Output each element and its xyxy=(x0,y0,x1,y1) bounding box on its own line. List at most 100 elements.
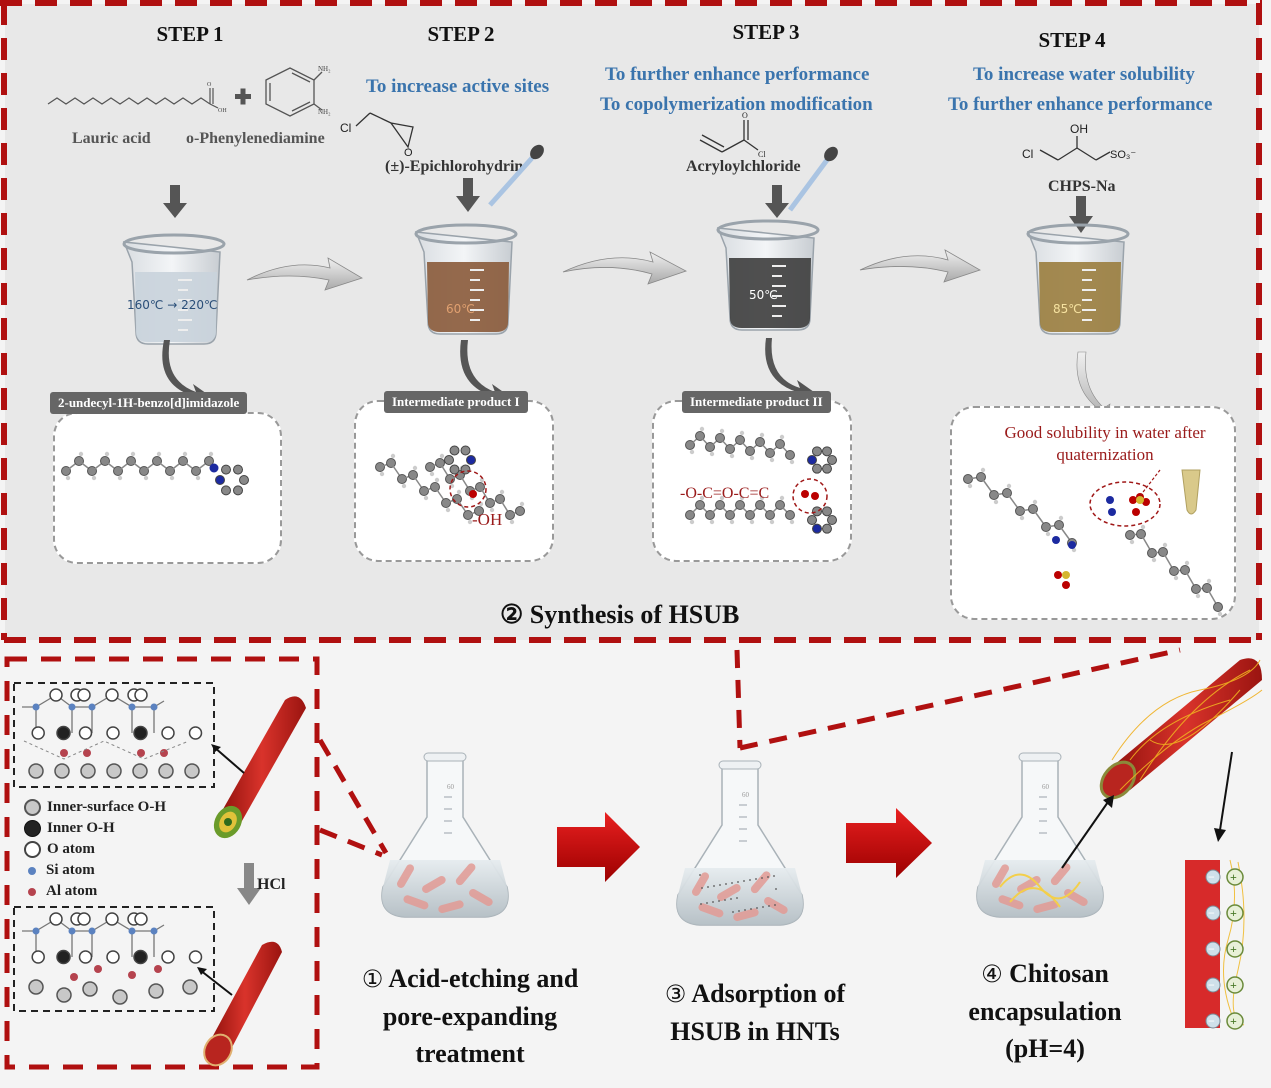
al-atom xyxy=(70,973,78,981)
hnt-rod xyxy=(733,908,759,922)
beaker-liquid xyxy=(135,272,217,342)
zoom-pointer-arrow xyxy=(199,969,233,996)
carbon-atom xyxy=(233,464,243,475)
hsub-particle xyxy=(730,898,732,900)
negative-charge-sign: − xyxy=(1208,942,1215,956)
product-label-step-3: Intermediate product II xyxy=(682,391,831,413)
inner-surface-oh xyxy=(28,979,44,995)
hydrogen-atom xyxy=(143,475,149,481)
hnt-rod xyxy=(422,876,446,893)
beaker-step-4 xyxy=(1026,223,1130,335)
hydrogen-atom xyxy=(439,453,445,459)
positive-charge-icon xyxy=(1226,904,1244,922)
atom-legend: Inner-surface O-H Inner O-H O atom Si at… xyxy=(24,797,166,902)
white-circle-icon xyxy=(24,841,41,858)
o-atom xyxy=(134,912,148,926)
acryl-cl-atom: Cl xyxy=(758,150,766,159)
hydrogen-atom xyxy=(169,475,175,481)
chps-cl: Cl xyxy=(1022,147,1033,161)
inner-surface-oh xyxy=(106,763,122,779)
hydrogen-atom xyxy=(759,432,765,438)
blue-dot-icon xyxy=(28,866,36,875)
nitrogen-atom xyxy=(466,455,476,465)
dropper-icon xyxy=(488,144,544,207)
step-2-title: STEP 2 xyxy=(427,22,495,46)
positive-charge-sign: + xyxy=(1230,1014,1237,1028)
inner-surface-oh xyxy=(112,989,128,1005)
o-atom xyxy=(78,726,93,740)
carbon-atom xyxy=(822,463,832,474)
si-atom xyxy=(32,927,40,935)
crystal-structure-etched xyxy=(13,906,215,1012)
al-atom xyxy=(83,749,91,757)
hydrogen-atom xyxy=(719,495,725,501)
step-arrow-icon xyxy=(557,812,640,882)
hydrogen-atom xyxy=(509,519,515,525)
oxygen-atom xyxy=(1054,571,1062,579)
hsub-particle xyxy=(756,907,758,909)
chps-structure xyxy=(1039,136,1111,161)
sulfur-atom xyxy=(1062,571,1070,579)
flask-rim xyxy=(423,752,467,762)
o-atom xyxy=(134,688,148,702)
carbon-atom xyxy=(812,446,822,457)
hydrogen-atom xyxy=(739,430,745,436)
acryloylchloride-structure xyxy=(699,120,759,153)
hydrogen-atom xyxy=(1071,547,1077,553)
hydrogen-atom xyxy=(709,519,715,525)
carbon-atom xyxy=(812,506,822,517)
hydrogen-atom xyxy=(1129,539,1135,545)
hsub-particle xyxy=(719,884,721,886)
step-4-title: STEP 4 xyxy=(1038,28,1106,52)
hnt-rod xyxy=(1033,900,1059,914)
negative-charge-sign: − xyxy=(1208,870,1215,884)
hcl-arrow-icon xyxy=(237,863,261,905)
si-atom xyxy=(68,703,76,711)
negative-charge-icon xyxy=(1205,869,1221,885)
step-4-temperature: 85℃ xyxy=(1053,302,1082,316)
annotation-pointer xyxy=(1139,469,1161,497)
detail-pointer-arrow xyxy=(1061,801,1109,869)
si-atom xyxy=(88,703,96,711)
molecule-step-1-chain xyxy=(61,451,214,481)
nitrogen-atom xyxy=(209,463,219,473)
step-2-annotation: -OH xyxy=(472,510,503,529)
legend-o-atom: O atom xyxy=(24,839,166,860)
inner-surface-oh xyxy=(158,763,174,779)
hnt-tube-etched xyxy=(203,941,282,1067)
nh2-top: NH₂ xyxy=(318,65,331,73)
hydrogen-atom xyxy=(489,507,495,513)
lauric-oh-group: OH xyxy=(218,108,227,114)
inner-oh xyxy=(133,949,148,965)
dropper-icon xyxy=(787,146,838,212)
molecule-step-3-chain-b xyxy=(685,495,795,525)
step-4-purpose-1: To increase water solubility xyxy=(973,64,1195,85)
o-atom xyxy=(78,950,93,964)
beaker-liquid xyxy=(427,262,509,332)
hydrogen-atom xyxy=(1045,531,1051,537)
inner-surface-oh xyxy=(184,763,200,779)
step-3-purpose-1: To further enhance performance xyxy=(605,64,870,85)
hydrogen-atom xyxy=(156,451,162,457)
hydrogen-atom xyxy=(769,457,775,463)
product-box-step-3 xyxy=(652,400,852,562)
hydrogen-atom xyxy=(993,499,999,505)
si-atom xyxy=(128,703,136,711)
reagent-acryloylchloride: Acryloylchloride xyxy=(686,158,801,175)
hsub-particle xyxy=(774,904,776,906)
step-1-title: STEP 1 xyxy=(156,22,224,46)
hydrogen-atom xyxy=(78,451,84,457)
inner-surface-oh xyxy=(54,763,70,779)
carbon-atom xyxy=(221,464,231,475)
beaker-rim xyxy=(414,223,518,245)
carbon-atom xyxy=(827,455,837,465)
zoom-pointer-arrow xyxy=(213,746,245,774)
molecule-step-3-ring-b xyxy=(807,506,837,534)
hydrogen-atom xyxy=(379,471,385,477)
hsub-particle xyxy=(749,879,751,881)
reagent-chps-na: CHPS-Na xyxy=(1048,178,1116,195)
black-circle-icon xyxy=(24,820,41,837)
chitosan-fiber xyxy=(999,873,1081,908)
hydrogen-atom xyxy=(689,449,695,455)
carbon-atom xyxy=(822,506,832,517)
